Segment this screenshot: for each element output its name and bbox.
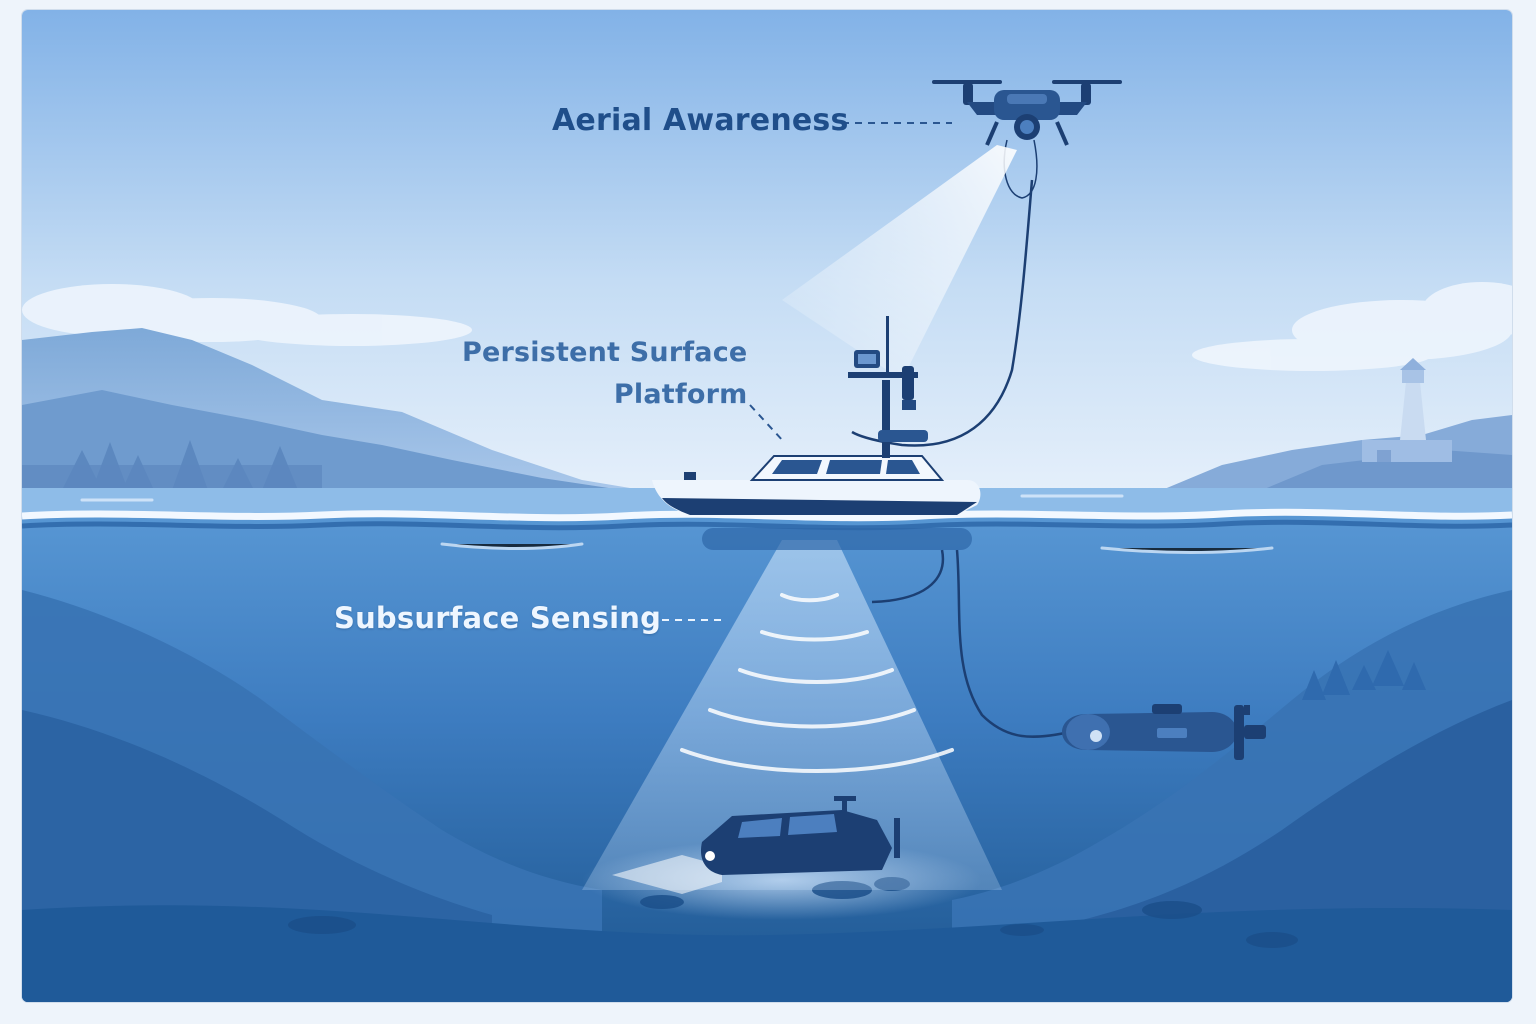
scene-illustration (22, 10, 1512, 1002)
underwater-trees (1302, 650, 1426, 700)
surface-platform-label-line2: Platform (613, 379, 748, 410)
surface-boat-icon (652, 316, 981, 550)
seafloor-vehicle-icon (612, 796, 900, 894)
surface-highlight (22, 508, 1512, 522)
subsurface-sensing-label: Subsurface Sensing (334, 601, 662, 635)
sonar-waves-icon (680, 593, 954, 773)
seafloor (22, 905, 1512, 1002)
water-ripples (80, 494, 1274, 554)
drone-icon (932, 80, 1122, 146)
surface-platform-label-line1: Persistent Surface (462, 337, 748, 368)
drone-camera-beam (782, 145, 1017, 380)
surface-platform-label: Persistent Surface Platform (462, 332, 747, 416)
left-treeline (22, 440, 322, 490)
aerial-awareness-label: Aerial Awareness (552, 103, 849, 138)
auv-icon (1062, 704, 1266, 760)
clouds (22, 282, 1512, 371)
lighthouse-icon (1362, 358, 1452, 462)
illustration-frame: Aerial Awareness Persistent Surface Plat… (22, 10, 1512, 1002)
leader-lines (662, 122, 952, 621)
sonar-cone (582, 540, 1002, 890)
